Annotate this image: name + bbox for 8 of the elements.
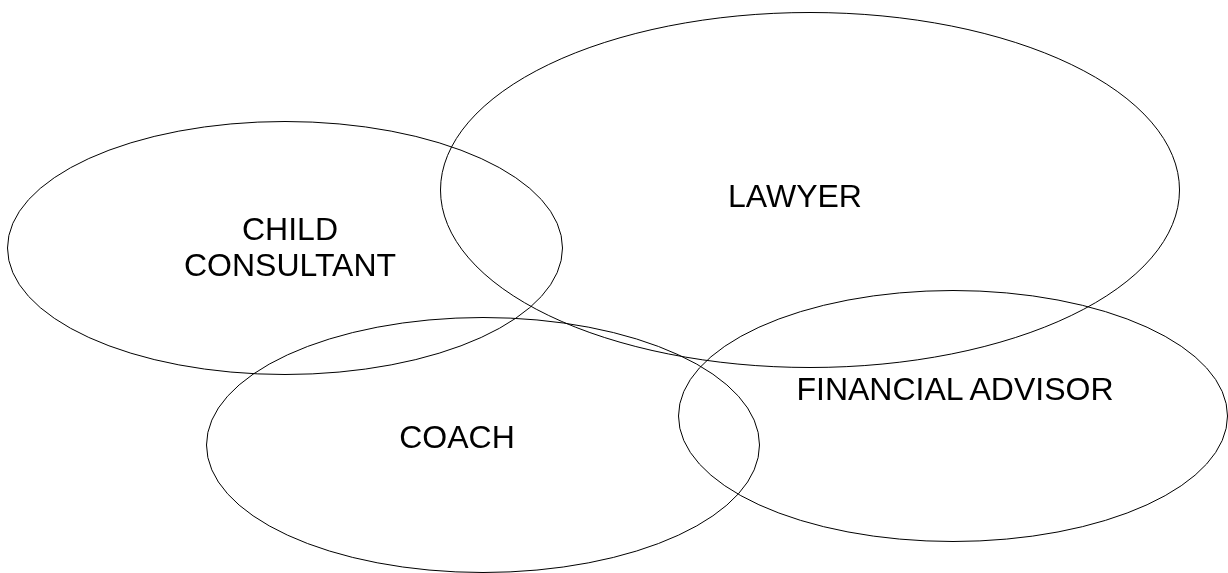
circle-label: FINANCIAL ADVISOR — [795, 372, 1115, 408]
ellipse — [440, 12, 1180, 368]
circle-label: COACH — [398, 420, 516, 456]
circle-label: LAWYER — [727, 179, 863, 215]
ellipse — [206, 317, 760, 573]
circle-label: CHILD CONSULTANT — [182, 212, 398, 284]
ellipse — [7, 121, 563, 375]
ellipse — [678, 290, 1228, 542]
